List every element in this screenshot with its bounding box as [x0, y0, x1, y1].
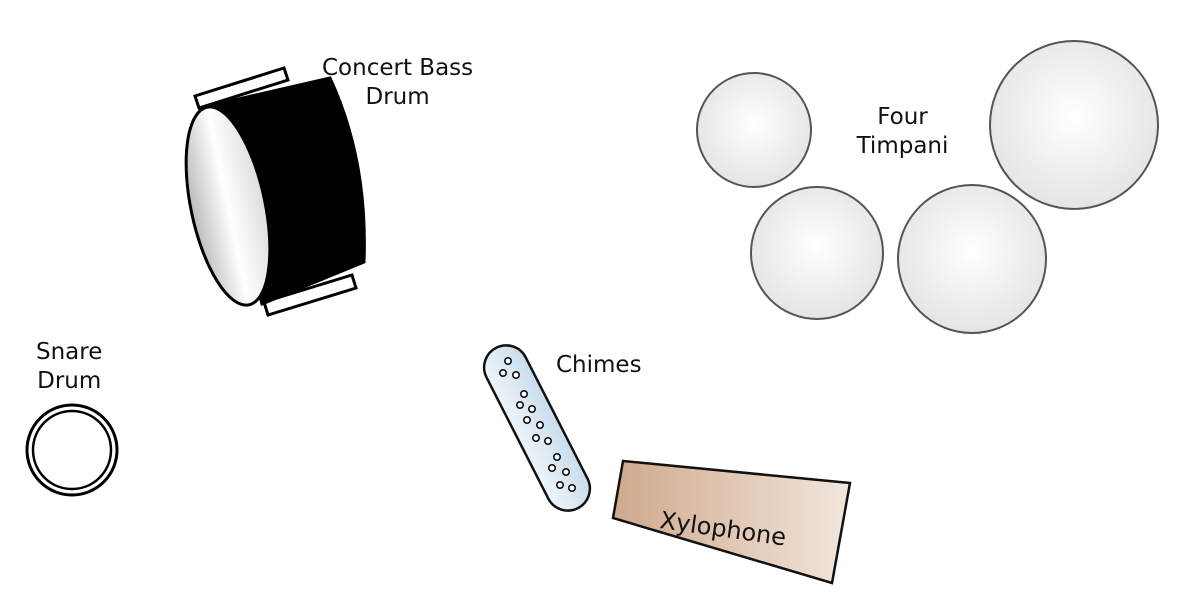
bass-drum-label-line: Drum	[365, 84, 430, 110]
snare-label: Snare Drum	[36, 338, 102, 396]
xylophone	[611, 459, 852, 585]
timpani-label: Four Timpani	[845, 103, 960, 161]
chime-tubes	[498, 356, 576, 492]
bass-drum-bottom-band	[262, 273, 358, 317]
chimes	[482, 344, 592, 512]
bass-drum-label-line: Concert Bass	[322, 55, 474, 81]
snare-label-line: Drum	[37, 368, 102, 394]
bass-drum-head	[184, 105, 272, 307]
bass-drum-top-band	[193, 66, 290, 110]
timpani-group	[696, 40, 1159, 334]
timpani-drum	[750, 186, 884, 320]
timpani-label-line: Timpani	[856, 133, 949, 159]
snare-label-line: Snare	[36, 339, 103, 365]
concert-bass-drum	[184, 66, 366, 317]
timpani-drum	[897, 184, 1047, 334]
timpani-drum	[989, 40, 1159, 210]
chimes-label: Chimes	[556, 352, 642, 378]
bass-drum-label: Concert Bass Drum	[322, 54, 473, 112]
timpani-drum	[696, 72, 812, 188]
timpani-label-line: Four	[877, 104, 928, 130]
snare-drum	[25, 403, 119, 497]
